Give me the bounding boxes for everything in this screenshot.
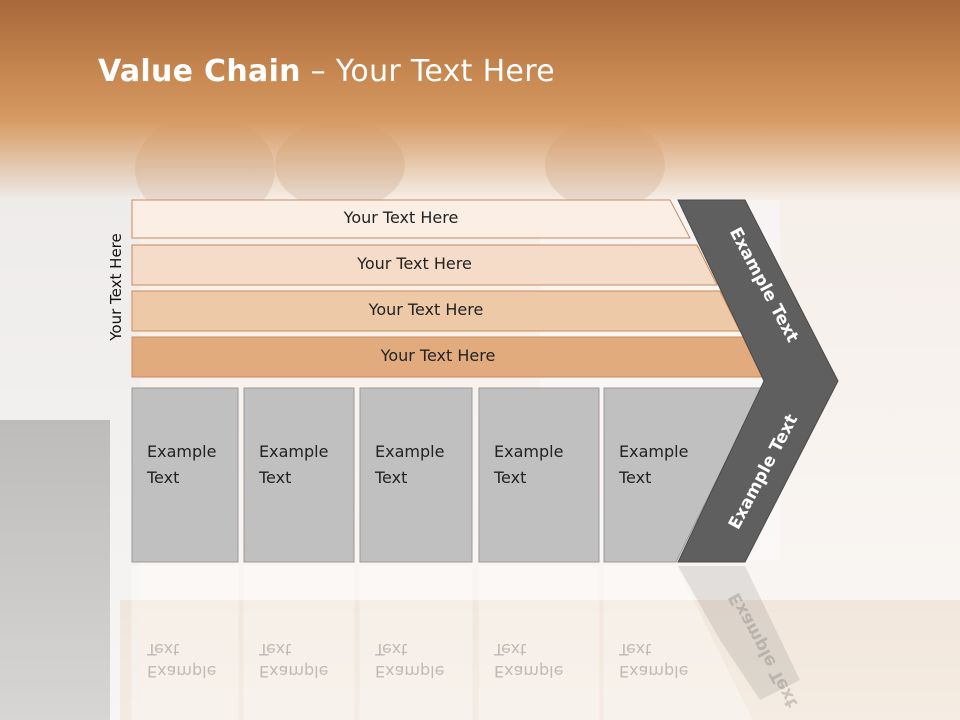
primary-box-reflection-3: [359, 565, 473, 720]
primary-box-line2-1: Text: [147, 468, 180, 487]
activity-bar-label-4: Your Text Here: [380, 346, 496, 365]
activity-bar-label-2: Your Text Here: [357, 254, 472, 273]
primary-box-5: [603, 387, 763, 563]
activity-bar-label-3: Your Text Here: [368, 300, 484, 319]
primary-box-reflect-line1-4: Example: [494, 662, 564, 681]
header-band: [0, 0, 960, 200]
primary-box-reflect-line1-2: Example: [259, 662, 329, 681]
title-bold: Value Chain: [98, 54, 301, 89]
primary-box-reflection-4: [478, 565, 600, 720]
margin-chevron-reflection: [678, 566, 800, 700]
activity-bar-1: [131, 199, 691, 239]
primary-box-reflect-line2-4: Text: [494, 640, 527, 659]
primary-box-reflection-1: [131, 565, 239, 720]
margin-chevron: [677, 199, 839, 563]
primary-box-reflect-line2-2: Text: [259, 640, 292, 659]
primary-box-reflection-2: [243, 565, 355, 720]
title-rest: – Your Text Here: [300, 54, 555, 89]
primary-box-1: [131, 387, 239, 563]
page-title: Value Chain – Your Text Here: [98, 54, 555, 89]
primary-box-line2-5: Text: [619, 468, 652, 487]
primary-box-line1-3: Example: [375, 442, 445, 461]
primary-box-line1-2: Example: [259, 442, 329, 461]
primary-box-3: [359, 387, 473, 563]
primary-box-line1-5: Example: [619, 442, 689, 461]
primary-box-4: [478, 387, 600, 563]
primary-box-reflect-line1-5: Example: [619, 662, 689, 681]
primary-box-reflect-line1-3: Example: [375, 662, 445, 681]
primary-box-line1-1: Example: [147, 442, 217, 461]
primary-box-reflect-line1-1: Example: [147, 662, 217, 681]
primary-box-line2-2: Text: [259, 468, 292, 487]
primary-box-reflect-line2-1: Text: [147, 640, 180, 659]
primary-box-line2-4: Text: [494, 468, 527, 487]
primary-box-reflect-line2-3: Text: [375, 640, 408, 659]
primary-box-reflection-5: [603, 565, 753, 720]
primary-box-2: [243, 387, 355, 563]
activity-bar-label-1: Your Text Here: [343, 208, 459, 227]
primary-box-line2-3: Text: [375, 468, 408, 487]
primary-box-reflect-line2-5: Text: [619, 640, 652, 659]
activity-bar-2: [131, 244, 718, 286]
primary-box-line1-4: Example: [494, 442, 564, 461]
